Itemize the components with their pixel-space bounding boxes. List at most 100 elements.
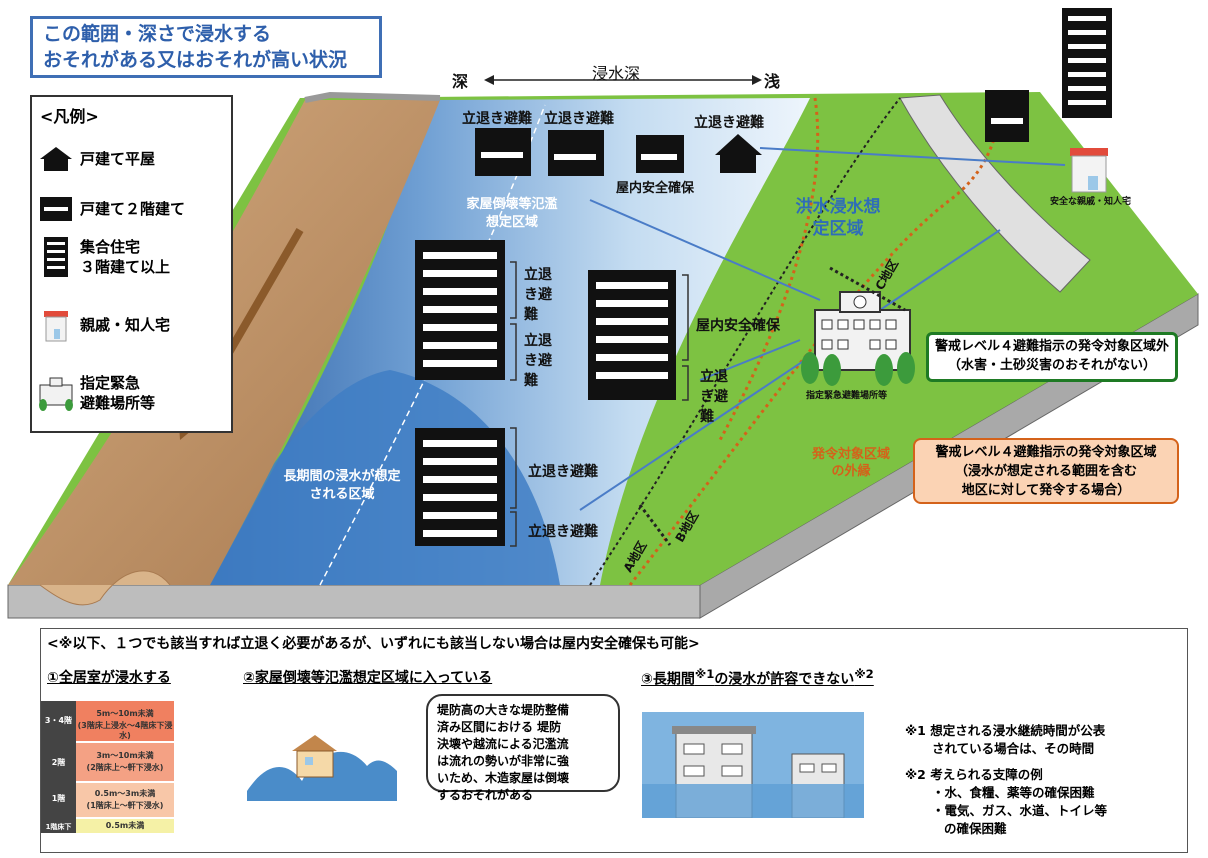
floor-depth-3: 0.5m〜3m未満	[94, 789, 156, 798]
floor-depth-2: 3m〜10m未満	[96, 751, 154, 760]
floor-note-3: (1階床上〜軒下浸水)	[86, 801, 164, 810]
apartment-icon	[44, 237, 68, 277]
shelter-icon	[39, 377, 73, 411]
speech-line-4: は流れの勢いが非常に強	[437, 754, 570, 768]
legend-item-relative-house: 親戚・知人宅	[38, 307, 170, 343]
c-area-line	[829, 266, 906, 312]
floor-note-1: (3階床上浸水〜4階床下浸水)	[77, 721, 173, 740]
apartment-center	[588, 270, 676, 400]
legend-label-5: 指定緊急	[80, 374, 141, 392]
condition-1-title: ①全居室が浸水する	[47, 670, 171, 686]
evac-label-top-2: 立退き避難	[544, 111, 614, 127]
condition-3-title-b: の浸水が許容できない	[714, 671, 855, 688]
house-top-right	[985, 90, 1029, 142]
collapse-speech-bubble: 堤防高の大きな堤防整備 済み区間における 堤防 決壊や越流による氾濫流 は流れの…	[426, 694, 620, 802]
speech-line-3: 決壊や越流による氾濫流	[437, 737, 569, 751]
river-bank	[304, 91, 441, 103]
legend-heading: <凡例>	[40, 107, 99, 126]
outer-boundary	[718, 97, 820, 441]
evac-label-top-1: 立退き避難	[462, 111, 532, 127]
area-boundary	[589, 97, 901, 586]
floor-note-2: (2階床上〜軒下浸水)	[86, 763, 164, 772]
legend-item-shelter: 指定緊急避難場所等	[38, 373, 155, 413]
floor-label-3: 1階	[51, 794, 66, 803]
apartment-top-right	[1062, 8, 1112, 118]
floor-label-2: 2階	[51, 758, 66, 767]
target-boundary	[628, 97, 1002, 586]
callout-outside-target: 警戒レベル４避難指示の発令対象区域外 （水害・土砂災害のおそれがない）	[926, 332, 1178, 382]
callout-target-area: 警戒レベル４避難指示の発令対象区域 （浸水が想定される範囲を含む 地区に対して発…	[913, 438, 1179, 504]
long-term-label: 長期間の浸水が想定される区域	[283, 469, 401, 502]
arrow-to-relative-2	[579, 229, 1001, 511]
evac-label-low-2: 立退き避難	[528, 524, 598, 540]
arrow-to-shelter-1	[589, 199, 821, 301]
indoor-label-top: 屋内安全確保	[616, 181, 695, 196]
depth-deep-label: 深	[452, 72, 469, 91]
note-2d: の確保困難	[944, 821, 1007, 836]
house-one-story-icon	[40, 147, 72, 171]
evac-label-mid-1: 立退き避難	[524, 267, 552, 323]
floor-diagram: 3・4階 2階 1階 1階床下 5m〜10m未満 (3階床上浸水〜4階床下浸水)…	[41, 691, 186, 841]
speech-line-6: するおそれがある	[437, 788, 534, 802]
note-1a: ※1 想定される浸水継続時間が公表	[905, 723, 1106, 738]
floor-label-1: 3・4階	[44, 716, 73, 725]
shelter-building	[801, 291, 915, 386]
legend: <凡例> 戸建て平屋 戸建て２階建て 集合住宅 ３階建て以上 親戚・知人宅 指定緊…	[30, 95, 233, 433]
legend-label-2: 戸建て２階建て	[80, 200, 186, 218]
legend-label-4: 親戚・知人宅	[80, 316, 171, 334]
floor-label-4: 1階床下	[45, 823, 72, 831]
legend-item-apartment: 集合住宅 ３階建て以上	[38, 235, 170, 279]
legend-label-3: 集合住宅	[80, 238, 141, 256]
ground-slab-front	[7, 584, 701, 619]
condition-3-sup1: ※1	[694, 667, 715, 681]
house-wave-illustration	[247, 735, 397, 801]
shelter-label: 指定緊急避難場所等	[806, 391, 888, 401]
b-area-line	[638, 504, 672, 546]
apartment-lower	[415, 428, 505, 546]
condition-3-sup2: ※2	[854, 667, 874, 681]
legend-label-3b: ３階建て以上	[80, 258, 171, 276]
floor-depth-1: 5m〜10m未満	[96, 709, 154, 718]
house-two-story-icon	[40, 197, 72, 221]
evac-label-mid-3: 立退き避難	[700, 369, 728, 425]
callout-target-line1: 警戒レベル４避難指示の発令対象区域	[935, 445, 1157, 460]
callout-target-line3: 地区に対して発令する場合）	[961, 483, 1131, 498]
note-1b: されている場合は、その時間	[932, 741, 1095, 756]
condition-3-title: ③長期間※1の浸水が許容できない※2	[641, 667, 874, 689]
evac-label-low-1: 立退き避難	[528, 464, 598, 480]
arrow-to-relative-1	[759, 147, 1066, 166]
conditions-header: <※以下、１つでも該当すれば立退く必要があるが、いずれにも該当しない場合は屋内安…	[47, 636, 700, 652]
floor-depth-4: 0.5m未満	[105, 821, 145, 830]
apartment-left	[415, 240, 505, 380]
legend-label-1: 戸建て平屋	[80, 150, 156, 168]
speech-line-5: いため、木造家屋は倒壊	[437, 771, 570, 785]
legend-item-house-two-story: 戸建て２階建て	[38, 195, 185, 223]
note-2a: ※2 考えられる支障の例	[905, 767, 1043, 782]
embankment	[899, 94, 1091, 293]
title-line-1: この範囲・深さで浸水する	[43, 23, 272, 45]
indoor-label-mid: 屋内安全確保	[696, 318, 780, 334]
boundary-label: 発令対象区域の外縁	[811, 447, 890, 479]
evac-label-mid-2: 立退き避難	[524, 333, 552, 389]
long-flood-illustration	[642, 712, 864, 818]
evac-label-top-3: 立退き避難	[694, 115, 764, 131]
legend-label-5b: 避難場所等	[80, 394, 156, 412]
callout-target-line2: （浸水が想定される範囲を含む	[954, 464, 1137, 479]
title-line-2: おそれがある又はおそれが高い状況	[43, 49, 348, 71]
depth-shallow-label: 浅	[764, 72, 781, 91]
title-box: この範囲・深さで浸水する おそれがある又はおそれが高い状況	[30, 16, 382, 78]
river-channel	[39, 570, 171, 606]
note-2c: ・電気、ガス、水道、トイレ等	[932, 803, 1108, 818]
speech-line-2: 済み区間における 堤防	[437, 720, 562, 734]
legend-item-house-one-story: 戸建て平屋	[38, 145, 155, 173]
relative-house-icon	[44, 311, 68, 342]
callout-outside-line2: （水害・土砂災害のおそれがない）	[947, 358, 1156, 373]
collapse-zone-label: 家屋倒壊等氾濫想定区域	[466, 197, 558, 230]
relative-label: 安全な親戚・知人宅	[1050, 197, 1132, 207]
flood-zone-label: 洪水浸水想定区域	[795, 197, 881, 239]
callout-outside-line1: 警戒レベル４避難指示の発令対象区域外	[934, 339, 1169, 354]
speech-line-1: 堤防高の大きな堤防整備	[437, 703, 570, 717]
condition-3-title-a: ③長期間	[641, 671, 695, 688]
arrow-to-shelter-2	[699, 339, 801, 381]
condition-2-title: ②家屋倒壊等氾濫想定区域に入っている	[243, 670, 493, 686]
